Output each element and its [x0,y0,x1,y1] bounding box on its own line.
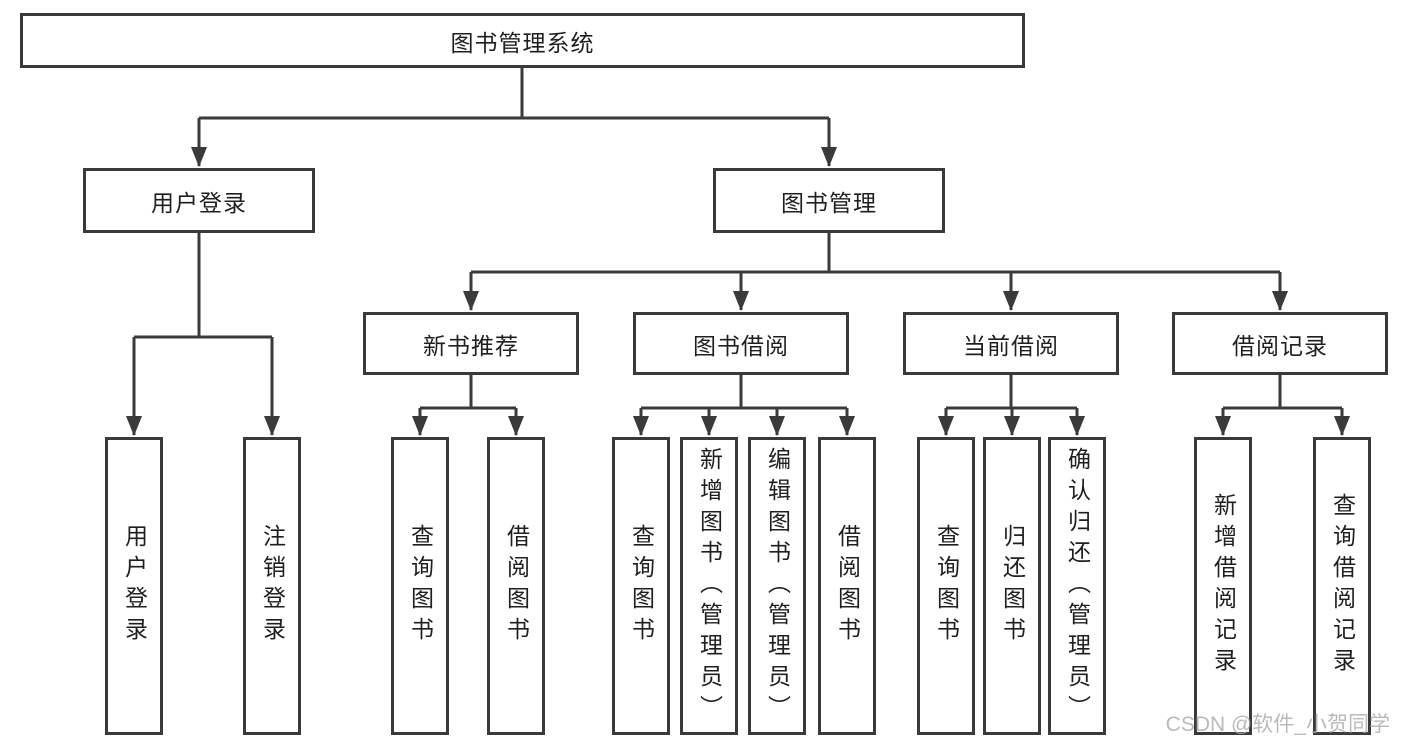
node-book-management: 图书管理 [713,168,945,233]
node-leaf-edit-book-admin-label: 编辑图书（管理员） [764,446,791,726]
node-leaf-query-borrow-record-label: 查询借阅记录 [1329,493,1356,679]
node-leaf-borrow-books-1-label: 借阅图书 [503,524,530,648]
node-book-borrowing-label: 图书借阅 [693,332,789,359]
node-leaf-query-books-3-label: 查询图书 [933,524,960,648]
node-leaf-query-books-2-label: 查询图书 [628,524,655,648]
node-book-borrowing: 图书借阅 [633,312,849,375]
node-leaf-borrow-books-2-label: 借阅图书 [834,524,861,648]
node-borrowing-records: 借阅记录 [1172,312,1388,375]
node-leaf-confirm-return-admin: 确认归还（管理员） [1048,437,1106,735]
node-new-book-recommend-label: 新书推荐 [423,332,519,359]
node-leaf-query-books-2: 查询图书 [612,437,670,735]
node-leaf-user-login-label: 用户登录 [121,524,148,648]
node-leaf-query-books-3: 查询图书 [917,437,975,735]
node-leaf-return-books-label: 归还图书 [999,524,1026,648]
node-leaf-query-books-1-label: 查询图书 [407,524,434,648]
node-leaf-logout-label: 注销登录 [259,524,286,648]
node-current-borrowing-label: 当前借阅 [963,332,1059,359]
node-user-login: 用户登录 [83,168,315,233]
node-borrowing-records-label: 借阅记录 [1232,332,1328,359]
node-book-management-label: 图书管理 [781,189,877,216]
node-leaf-borrow-books-2: 借阅图书 [818,437,876,735]
node-leaf-add-borrow-record: 新增借阅记录 [1194,437,1252,735]
node-leaf-query-books-1: 查询图书 [391,437,449,735]
node-user-login-label: 用户登录 [151,189,247,216]
node-leaf-add-book-admin: 新增图书（管理员） [680,437,738,735]
node-leaf-edit-book-admin: 编辑图书（管理员） [748,437,806,735]
node-leaf-add-borrow-record-label: 新增借阅记录 [1210,493,1237,679]
node-current-borrowing: 当前借阅 [903,312,1119,375]
node-leaf-borrow-books-1: 借阅图书 [487,437,545,735]
node-leaf-user-login: 用户登录 [105,437,163,735]
node-system-root: 图书管理系统 [20,13,1025,68]
node-system-root-label: 图书管理系统 [450,29,595,56]
node-leaf-logout: 注销登录 [243,437,301,735]
node-leaf-query-borrow-record: 查询借阅记录 [1313,437,1371,735]
node-new-book-recommend: 新书推荐 [363,312,579,375]
node-leaf-add-book-admin-label: 新增图书（管理员） [696,446,723,726]
node-leaf-confirm-return-admin-label: 确认归还（管理员） [1064,446,1091,726]
node-leaf-return-books: 归还图书 [983,437,1041,735]
